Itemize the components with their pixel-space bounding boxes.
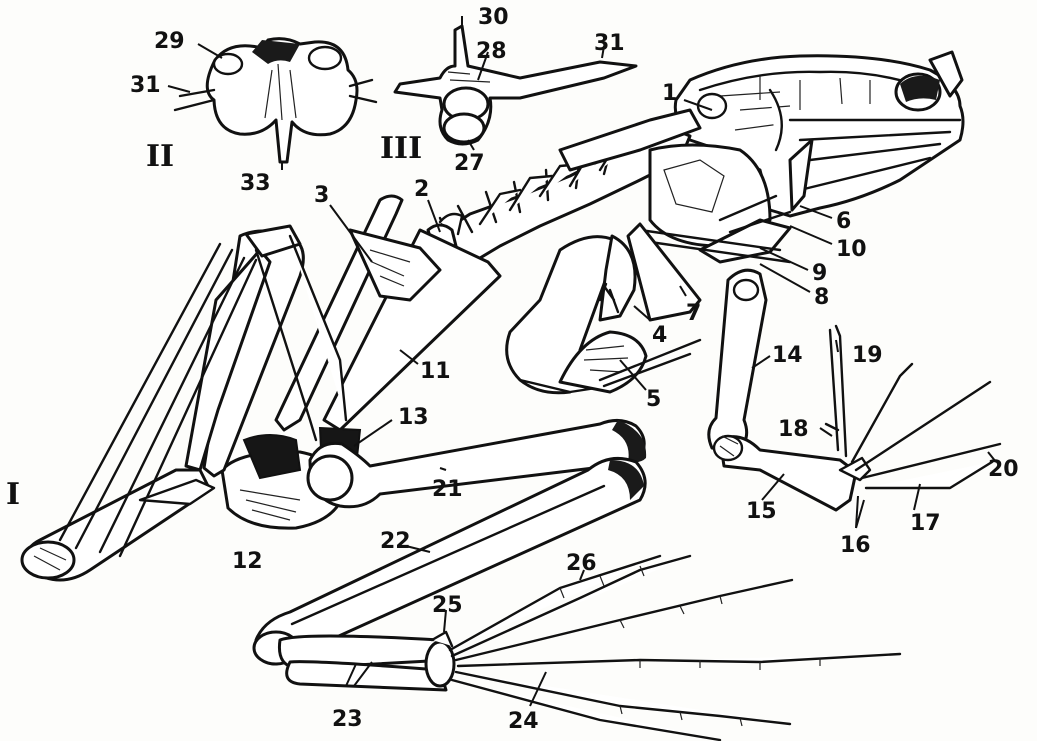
- label-28: 28: [476, 39, 507, 64]
- label-16: 16: [840, 533, 871, 558]
- forelimb-left: [709, 270, 1000, 510]
- label-17: 17: [910, 511, 941, 536]
- label-8: 8: [814, 285, 829, 310]
- label-15: 15: [746, 499, 777, 524]
- label-2: 2: [414, 177, 429, 202]
- label-26: 26: [566, 551, 597, 576]
- label-13: 13: [398, 405, 429, 430]
- label-30: 30: [478, 5, 509, 30]
- label-33: 33: [240, 171, 271, 196]
- panel-label-ii: II: [146, 139, 174, 174]
- label-20: 20: [988, 457, 1019, 482]
- panel-label-iii: III: [380, 131, 422, 166]
- label-18: 18: [778, 417, 809, 442]
- vertebra-top-view: [175, 39, 376, 162]
- label-1: 1: [662, 81, 677, 106]
- label-21: 21: [432, 477, 463, 502]
- label-29: 29: [154, 29, 185, 54]
- label-4: 4: [652, 323, 667, 348]
- label-9: 9: [812, 261, 827, 286]
- label-7: 7: [686, 301, 701, 326]
- label-12: 12: [232, 549, 263, 574]
- label-10: 10: [836, 237, 867, 262]
- label-31-left: 31: [130, 73, 161, 98]
- label-22: 22: [380, 529, 411, 554]
- label-31-right: 31: [594, 31, 625, 56]
- label-24: 24: [508, 709, 539, 734]
- panel-label-i: I: [6, 477, 20, 512]
- label-27: 27: [454, 151, 485, 176]
- label-5: 5: [646, 387, 661, 412]
- label-11: 11: [420, 359, 451, 384]
- label-19: 19: [852, 343, 883, 368]
- label-23: 23: [332, 707, 363, 732]
- label-6: 6: [836, 209, 851, 234]
- label-25: 25: [432, 593, 463, 618]
- label-3: 3: [314, 183, 329, 208]
- label-14: 14: [772, 343, 803, 368]
